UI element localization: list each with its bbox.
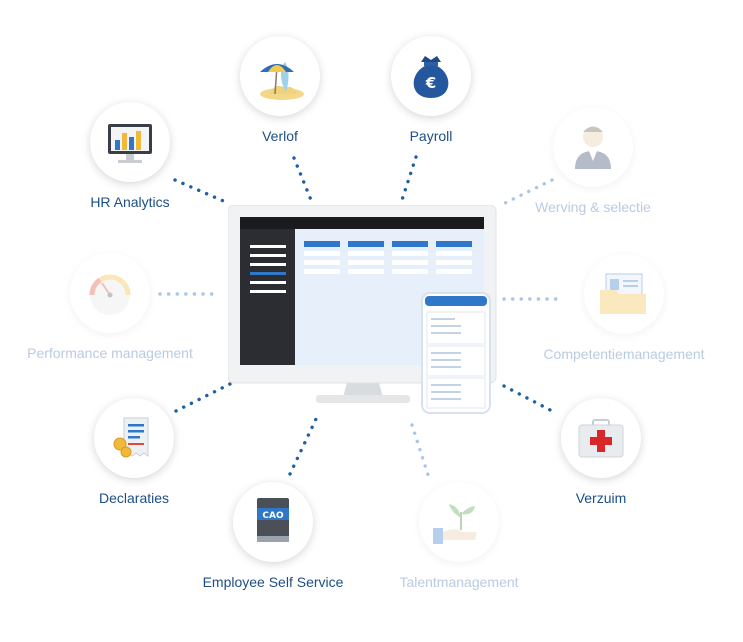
euro-symbol: €	[425, 74, 436, 92]
connector-hr-analytics	[173, 178, 230, 205]
euro-money-bag-icon: €	[391, 36, 471, 116]
gauge-icon	[70, 253, 150, 333]
cao-book-icon: CAO	[233, 482, 313, 562]
connector-talent	[410, 423, 432, 483]
module-label: HR Analytics	[90, 194, 170, 210]
beach-umbrella-icon	[240, 36, 320, 116]
first-aid-kit-icon	[561, 398, 641, 478]
module-label: Talentmanagement	[399, 574, 519, 590]
connector-ess	[288, 417, 318, 476]
connector-payroll	[400, 155, 418, 202]
connector-declaraties	[174, 382, 232, 413]
smartphone-icon	[421, 292, 491, 414]
module-label: Verlof	[262, 128, 298, 144]
module-label: Declaraties	[98, 490, 170, 506]
hand-sprout-icon	[419, 482, 499, 562]
connector-verlof	[292, 156, 313, 202]
connector-verzuim	[502, 384, 558, 415]
module-label: Competentiemanagement	[543, 346, 705, 362]
connector-werving	[499, 178, 554, 207]
receipt-coins-icon	[94, 398, 174, 478]
folder-id-card-icon	[584, 254, 664, 334]
cao-text: CAO	[262, 511, 284, 521]
module-label: Payroll	[409, 128, 453, 144]
bar-chart-monitor-icon	[90, 102, 170, 182]
module-label: Performance management	[27, 345, 193, 361]
module-label: Employee Self Service	[202, 574, 344, 590]
recruiter-person-icon	[553, 107, 633, 187]
module-label: Werving & selectie	[535, 199, 651, 215]
module-label: Verzuim	[575, 490, 627, 506]
